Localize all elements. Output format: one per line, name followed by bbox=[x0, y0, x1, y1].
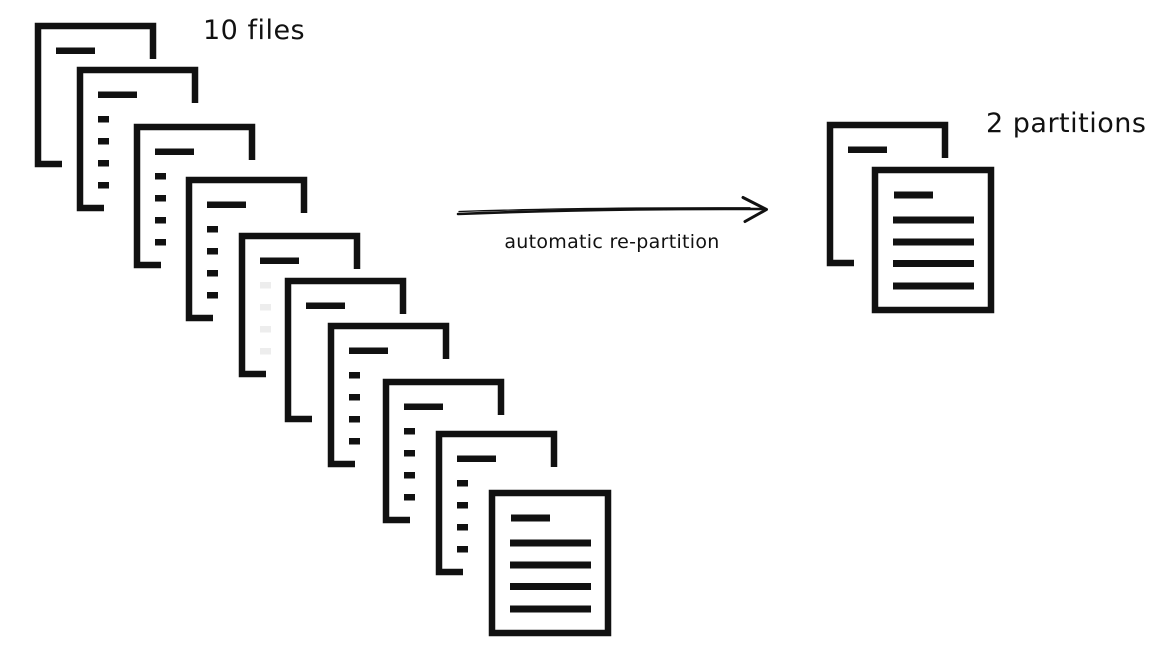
text-lines-icon bbox=[207, 226, 218, 299]
arrow-shaft-overdraw bbox=[458, 207, 751, 213]
text-lines-icon bbox=[404, 428, 415, 501]
left-group-label: 10 files bbox=[203, 15, 305, 46]
document-icon bbox=[386, 382, 501, 520]
text-lines-icon bbox=[457, 480, 468, 553]
repartition-arrow bbox=[456, 196, 768, 223]
document-icon bbox=[137, 127, 252, 265]
text-lines-icon bbox=[349, 372, 360, 445]
text-lines-icon bbox=[260, 282, 271, 355]
document-icon bbox=[492, 493, 608, 633]
document-icon bbox=[875, 170, 991, 310]
arrow-head-icon bbox=[741, 196, 768, 223]
arrow-shaft bbox=[456, 207, 765, 216]
right-group-label: 2 partitions bbox=[986, 108, 1146, 139]
arrow-label: automatic re-partition bbox=[504, 231, 719, 253]
file-stack bbox=[38, 26, 608, 633]
text-lines-icon bbox=[98, 116, 109, 189]
text-lines-icon bbox=[155, 173, 166, 246]
partition-pair bbox=[830, 125, 991, 310]
